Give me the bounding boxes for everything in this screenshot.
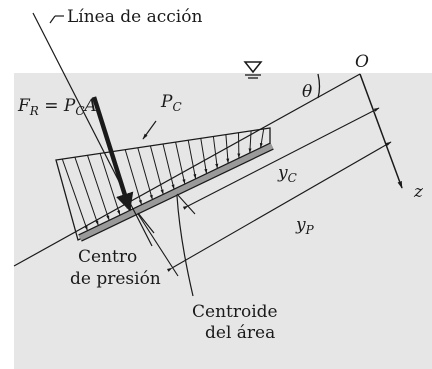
center-pressure-label-2: de presión [70,269,161,289]
resultant-force-label: FR = PCA [17,96,97,118]
theta-label: θ [302,82,312,102]
centroid-label-2: del área [205,323,275,343]
line-of-action-label: Línea de acción [67,7,202,27]
center-pressure-leader [137,212,155,234]
pressure-arrow [61,158,88,231]
yp-label: yP [295,215,315,237]
theta-arc [317,73,321,99]
pressure-label: PC [160,92,182,114]
z-axis-arrow [359,73,403,189]
pressure-arrow [74,157,99,226]
yc-label: yC [277,163,297,185]
pressure-arrow [124,149,142,205]
pressure-arrow [87,155,110,221]
centroid-label: Centroide [192,302,278,322]
origin-label: O [355,52,369,72]
resultant-force-arrow [91,96,134,212]
yp-dimension [166,141,392,272]
z-axis-label: z [413,182,424,202]
pressure-arrow [137,147,153,200]
pressure-arrow [149,145,164,195]
line-of-action-pointer-tick [49,15,56,24]
pressure-leader [142,120,157,140]
center-pressure-label: Centro [78,247,137,267]
free-surface-triangle-icon [243,61,263,79]
